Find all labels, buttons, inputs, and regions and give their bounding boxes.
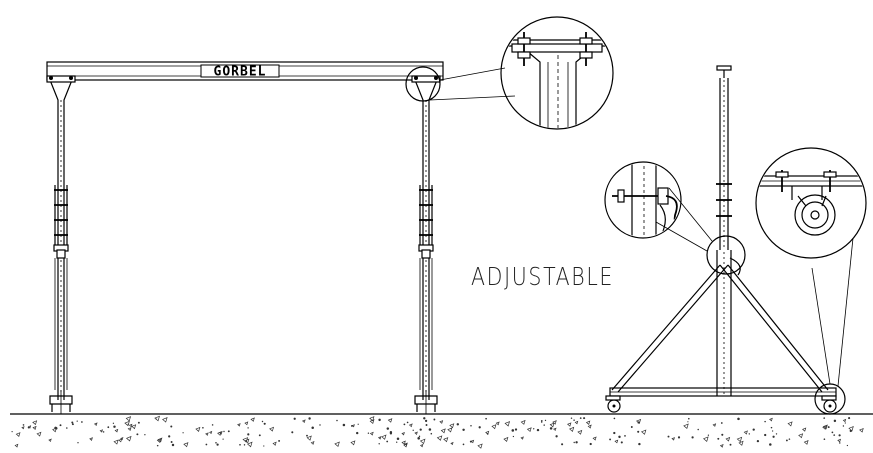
adjustable-caption: ADJUSTABLE — [471, 262, 615, 291]
beam-joint-callout — [405, 66, 441, 102]
brand-logo: GORBEL — [214, 65, 267, 80]
left-leg — [46, 75, 76, 414]
fixed-gantry: GORBEL — [46, 61, 516, 414]
ground — [10, 413, 873, 449]
i-beam: GORBEL — [46, 61, 444, 81]
adjustable-gantry-side — [605, 65, 854, 415]
chain — [729, 257, 741, 276]
caster-detail — [755, 147, 867, 259]
pin-chain-detail — [604, 161, 682, 239]
ground-texture — [11, 415, 864, 449]
right-leg — [411, 75, 441, 414]
beam-connection-detail — [500, 16, 614, 130]
